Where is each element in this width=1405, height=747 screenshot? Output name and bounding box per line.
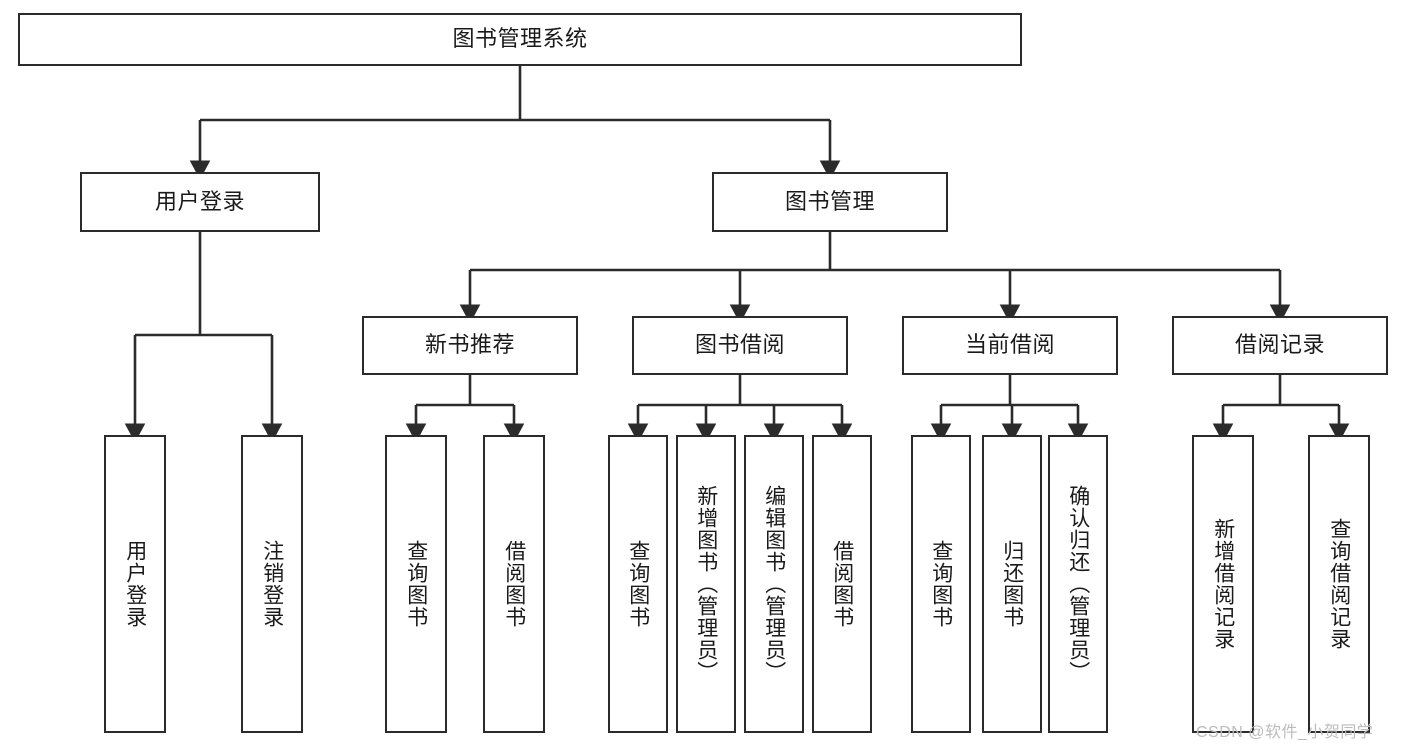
- leaf-user-login-label: 用户登录: [123, 540, 147, 628]
- leaf-logout-label: 注销登录: [260, 540, 284, 628]
- leaf-confirm-return-admin-label: 确认归还（管理员）: [1066, 485, 1090, 683]
- leaf-add-book-admin[interactable]: 新增图书（管理员）: [676, 435, 736, 733]
- leaf-return-book[interactable]: 归还图书: [982, 435, 1042, 733]
- leaf-add-borrow-record[interactable]: 新增借阅记录: [1192, 435, 1254, 733]
- node-root[interactable]: 图书管理系统: [18, 13, 1022, 66]
- node-current-borrow[interactable]: 当前借阅: [902, 316, 1118, 375]
- node-current-borrow-label: 当前借阅: [964, 332, 1055, 358]
- leaf-edit-book-admin-label: 编辑图书（管理员）: [762, 485, 786, 683]
- leaf-borrow-book-label: 借阅图书: [830, 540, 854, 628]
- leaf-logout[interactable]: 注销登录: [241, 435, 303, 733]
- node-book-borrow-label: 图书借阅: [694, 332, 785, 358]
- node-root-label: 图书管理系统: [452, 26, 588, 52]
- leaf-query-book-current-label: 查询图书: [929, 540, 953, 628]
- leaf-return-book-label: 归还图书: [1000, 540, 1024, 628]
- leaf-user-login[interactable]: 用户登录: [104, 435, 166, 733]
- leaf-borrow-book-newbook-label: 借阅图书: [502, 540, 526, 628]
- leaf-edit-book-admin[interactable]: 编辑图书（管理员）: [744, 435, 804, 733]
- leaf-add-borrow-record-label: 新增借阅记录: [1211, 518, 1235, 650]
- node-book-management[interactable]: 图书管理: [712, 172, 948, 232]
- leaf-query-borrow-record[interactable]: 查询借阅记录: [1308, 435, 1370, 733]
- leaf-query-book-borrow[interactable]: 查询图书: [608, 435, 668, 733]
- leaf-query-book-current[interactable]: 查询图书: [911, 435, 971, 733]
- node-borrow-record-label: 借阅记录: [1234, 332, 1325, 358]
- leaf-confirm-return-admin[interactable]: 确认归还（管理员）: [1048, 435, 1108, 733]
- leaf-query-book-newbook-label: 查询图书: [404, 540, 428, 628]
- node-book-borrow[interactable]: 图书借阅: [632, 316, 848, 375]
- node-book-management-label: 图书管理: [784, 188, 875, 214]
- node-new-book-recommend[interactable]: 新书推荐: [362, 316, 578, 375]
- leaf-add-book-admin-label: 新增图书（管理员）: [694, 485, 718, 683]
- node-new-book-recommend-label: 新书推荐: [424, 332, 515, 358]
- leaf-borrow-book[interactable]: 借阅图书: [812, 435, 872, 733]
- node-user-login[interactable]: 用户登录: [80, 172, 320, 232]
- leaf-query-book-newbook[interactable]: 查询图书: [385, 435, 447, 733]
- csdn-watermark: CSDN @软件_小贺同学: [1196, 724, 1374, 741]
- node-borrow-record[interactable]: 借阅记录: [1172, 316, 1388, 375]
- leaf-borrow-book-newbook[interactable]: 借阅图书: [483, 435, 545, 733]
- node-user-login-label: 用户登录: [154, 188, 245, 214]
- leaf-query-book-borrow-label: 查询图书: [626, 540, 650, 628]
- leaf-query-borrow-record-label: 查询借阅记录: [1327, 518, 1351, 650]
